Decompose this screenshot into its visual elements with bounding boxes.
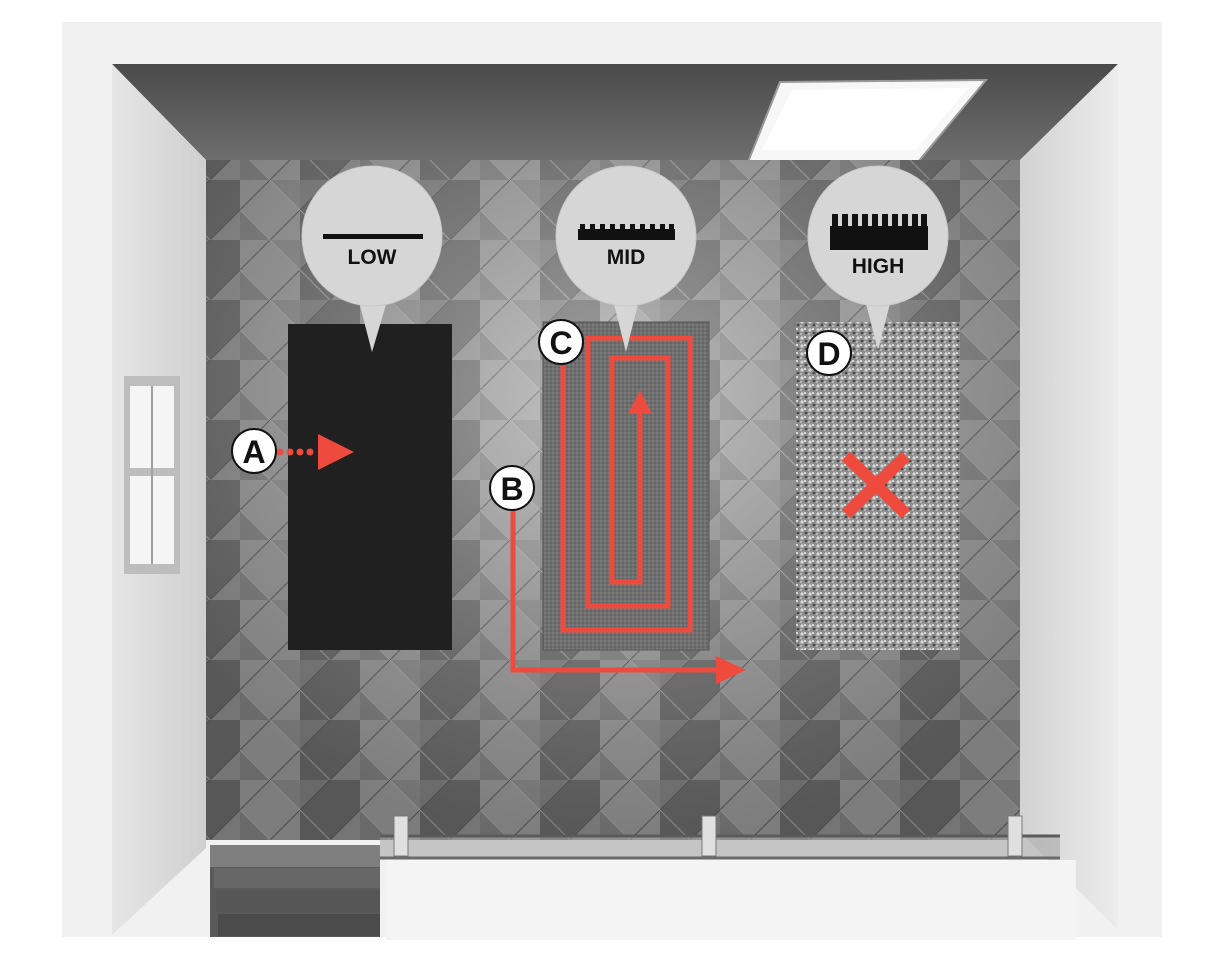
- low-pile-rug: [288, 324, 452, 650]
- high-pile-bubble: HIGH: [807, 165, 949, 350]
- back-wall: [112, 64, 1118, 160]
- path-a-dotted-arrow: [276, 434, 354, 470]
- marker-b: B: [489, 465, 535, 511]
- marker-b-label: B: [500, 471, 523, 507]
- glass-railing: [380, 815, 1060, 860]
- window: [124, 376, 180, 574]
- low-label: LOW: [348, 246, 397, 269]
- path-b-arrowhead: [716, 656, 746, 684]
- flat-line-icon: [323, 234, 423, 239]
- stairs: [210, 845, 380, 937]
- low-pile-bubble: LOW: [301, 165, 443, 352]
- marker-d-label: D: [817, 336, 840, 372]
- short-pile-icon: [578, 224, 675, 240]
- right-wall: [1020, 64, 1118, 930]
- path-b-line: [510, 506, 718, 673]
- mid-pile-rug: [543, 322, 709, 650]
- mid-pile-bubble: MID: [555, 165, 697, 352]
- marker-c: C: [538, 319, 584, 365]
- tall-pile-icon: [830, 214, 928, 250]
- marker-a: A: [231, 428, 277, 474]
- spiral-arrowhead: [628, 390, 652, 414]
- mid-label: MID: [607, 246, 646, 269]
- marker-c-label: C: [549, 325, 572, 361]
- high-label: HIGH: [852, 255, 905, 278]
- x-mark-icon: [841, 451, 911, 519]
- marker-d: D: [806, 330, 852, 376]
- marker-a-label: A: [242, 434, 265, 470]
- spiral-vacuum-path: [560, 335, 693, 633]
